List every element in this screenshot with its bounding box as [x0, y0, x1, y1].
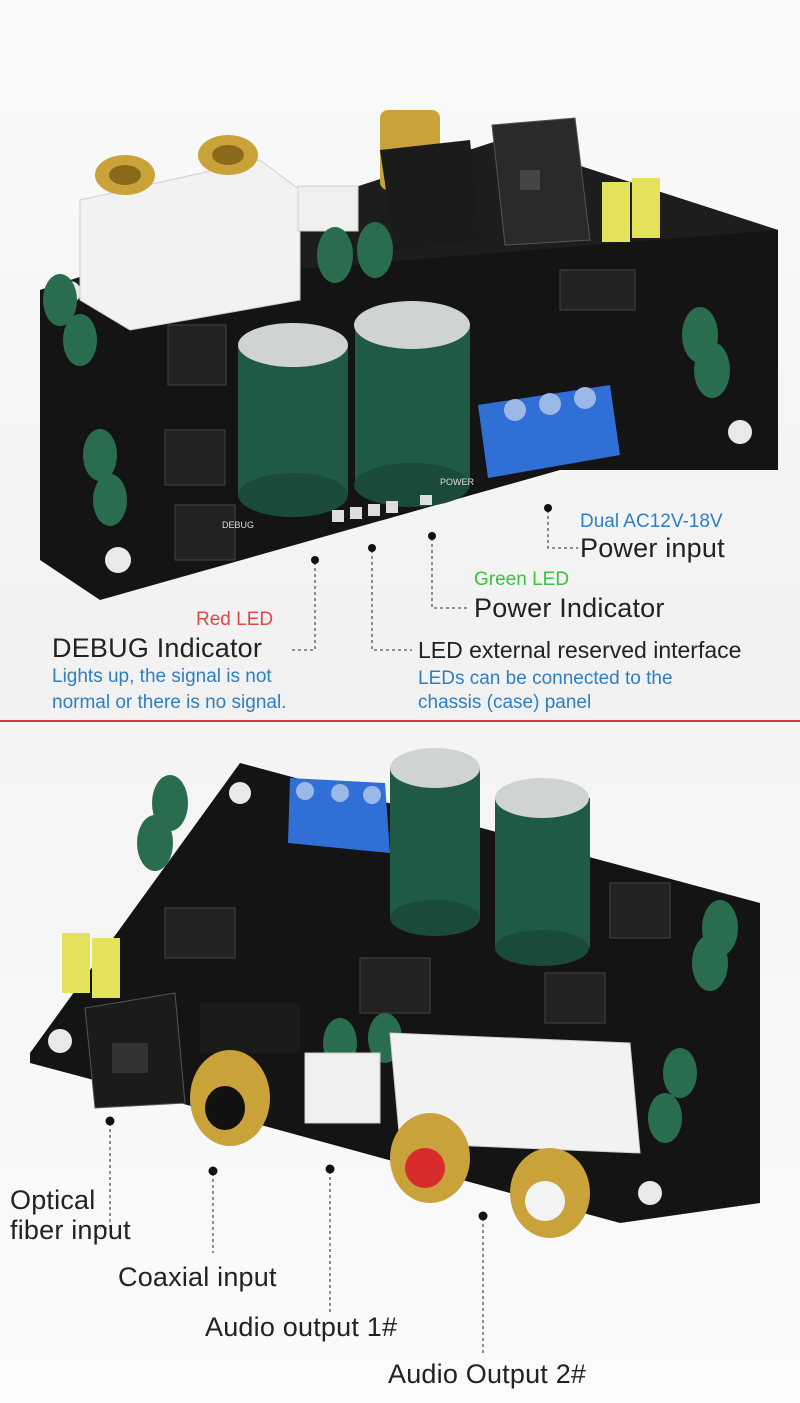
- debug-indicator-label: DEBUG Indicator: [52, 633, 263, 663]
- optical-label-line-1: Optical: [10, 1185, 96, 1215]
- bottom-photo-panel: Optical fiber input Coaxial input Audio …: [0, 723, 800, 1403]
- top-board-photo: DEBUG POWER: [40, 110, 778, 600]
- led-external-label: LED external reserved interface: [418, 637, 742, 663]
- audio-output-1-label: Audio output 1#: [205, 1312, 398, 1342]
- coaxial-input-label: Coaxial input: [118, 1262, 277, 1292]
- bottom-board-photo: [30, 748, 760, 1238]
- power-input-label: Power input: [580, 533, 725, 563]
- debug-note-line-1: Lights up, the signal is not: [52, 666, 272, 687]
- green-led-label: Green LED: [474, 569, 570, 590]
- large-capacitor-left: [238, 323, 348, 517]
- dual-ac-label: Dual AC12V-18V: [580, 511, 723, 532]
- red-led-label: Red LED: [196, 609, 274, 630]
- power-terminal-top: [478, 385, 620, 478]
- power-indicator-label: Power Indicator: [474, 593, 665, 623]
- large-capacitor-right: [354, 301, 470, 507]
- section-divider: [0, 720, 800, 722]
- rca-output-block-bottom: [389, 1032, 641, 1238]
- power-terminal-bottom: [288, 778, 390, 853]
- led-note-line-2: chassis (case) panel: [418, 692, 592, 713]
- optical-jack: [84, 992, 186, 1109]
- debug-note-line-2: normal or there is no signal.: [52, 692, 287, 713]
- audio-output-2-label: Audio Output 2#: [388, 1359, 587, 1389]
- coaxial-jack: [190, 1003, 300, 1146]
- led-note-line-1: LEDs can be connected to the: [418, 668, 673, 689]
- top-photo-panel: DEBUG POWER Dual AC12V-18V Power input G…: [0, 0, 800, 720]
- rca-output-block-top: [79, 135, 301, 331]
- silk-debug: DEBUG: [222, 520, 254, 530]
- optical-label-line-2: fiber input: [10, 1215, 131, 1245]
- silk-power: POWER: [440, 477, 475, 487]
